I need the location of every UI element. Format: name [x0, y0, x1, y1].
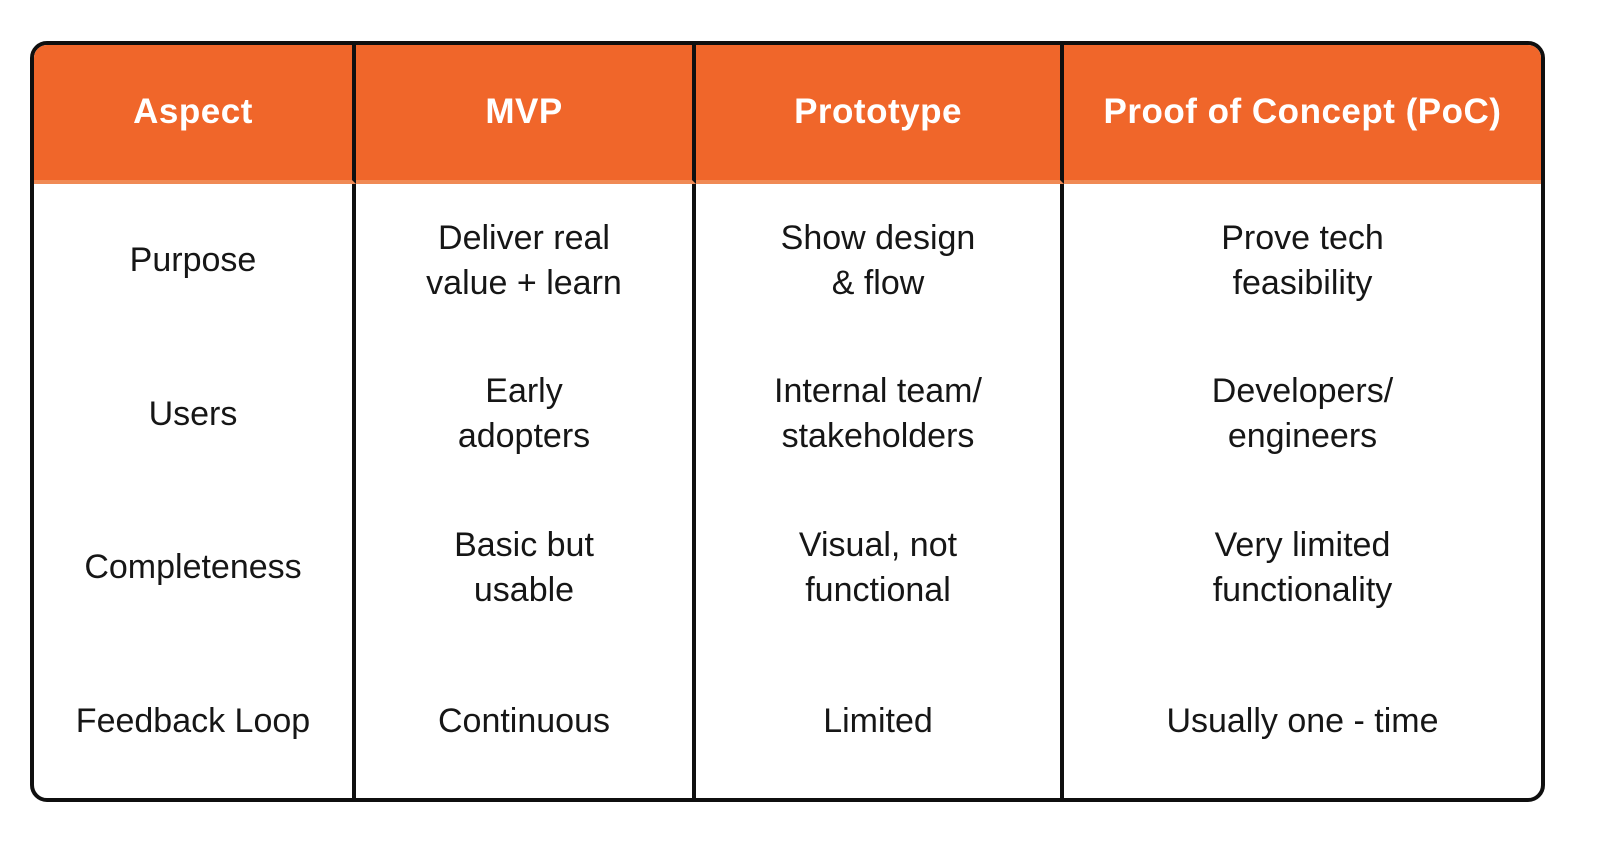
cell-line: Very limited — [1214, 525, 1391, 564]
cell-line: usable — [473, 570, 575, 609]
cell-line: Early — [485, 372, 563, 411]
table-cell-feedback-prototype: Limited — [696, 644, 1064, 798]
table-cell-users-prototype: Internal team/ stakeholders — [696, 337, 1064, 491]
table-cell-completeness-mvp: Basic but usable — [356, 491, 696, 645]
table-cell-completeness-prototype: Visual, not functional — [696, 491, 1064, 645]
cell-line: Show design — [780, 218, 976, 257]
row-label-completeness: Completeness — [34, 491, 356, 645]
cell-line: Usually one - time — [1166, 701, 1439, 740]
table-cell-completeness-poc: Very limited functionality — [1064, 491, 1541, 645]
cell-line: stakeholders — [781, 417, 975, 456]
header-aspect: Aspect — [34, 45, 356, 184]
table-cell-purpose-mvp: Deliver real value + learn — [356, 184, 696, 338]
table-cell-users-poc: Developers/ engineers — [1064, 338, 1541, 492]
cell-line: value + learn — [426, 263, 622, 302]
row-label-purpose: Purpose — [34, 184, 356, 338]
cell-line: Basic but — [454, 525, 594, 564]
cell-line: Developers/ — [1211, 372, 1394, 411]
header-poc: Proof of Concept (PoC) — [1064, 45, 1541, 184]
table-cell-purpose-prototype: Show design & flow — [696, 184, 1064, 338]
cell-line: Visual, not — [798, 525, 958, 564]
row-label-feedback-loop: Feedback Loop — [34, 644, 356, 798]
table-cell-purpose-poc: Prove tech feasibility — [1064, 184, 1541, 338]
cell-line: Deliver real — [438, 218, 610, 257]
row-label-users: Users — [34, 337, 356, 491]
table-cell-users-mvp: Early adopters — [356, 337, 696, 491]
cell-line: functionality — [1212, 570, 1393, 609]
table-cell-feedback-mvp: Continuous — [356, 644, 696, 798]
cell-line: Prove tech — [1221, 218, 1384, 257]
cell-line: functional — [805, 570, 951, 609]
cell-line: feasibility — [1232, 263, 1373, 302]
comparison-table: Aspect MVP Prototype Proof of Concept (P… — [30, 41, 1545, 802]
cell-line: & flow — [831, 263, 925, 302]
cell-line: Continuous — [437, 701, 610, 740]
cell-line: Limited — [823, 701, 933, 740]
header-prototype: Prototype — [696, 45, 1064, 184]
cell-line: Internal team/ — [774, 372, 982, 411]
header-mvp: MVP — [356, 45, 696, 184]
cell-line: adopters — [457, 417, 591, 456]
cell-line: engineers — [1227, 417, 1378, 456]
table-cell-feedback-poc: Usually one - time — [1064, 645, 1541, 799]
